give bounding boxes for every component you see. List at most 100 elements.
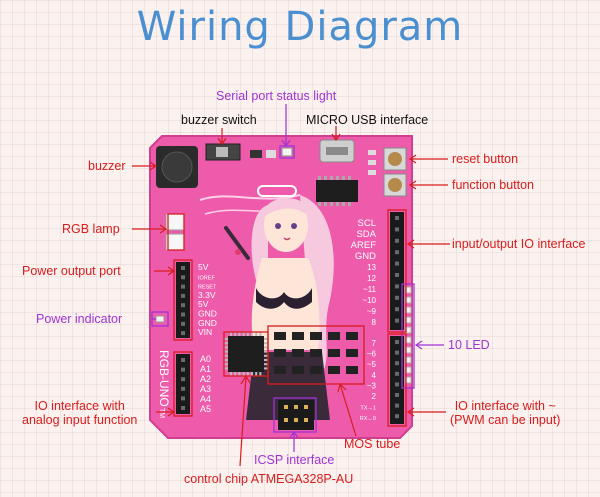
- pin-label: 7: [372, 339, 377, 348]
- header-pin: [395, 318, 399, 323]
- page-title: Wiring Diagram: [136, 4, 464, 50]
- leader-control-chip: [239, 375, 247, 467]
- header-pin: [395, 284, 399, 289]
- header-pin: [395, 273, 399, 277]
- header-pin: [395, 250, 399, 255]
- analog-header: [176, 354, 190, 414]
- pin-label: ~3: [367, 381, 377, 390]
- chip-pin: [264, 350, 268, 353]
- chip-pin: [224, 363, 228, 366]
- buzzer-component: [156, 146, 198, 188]
- chip-pin: [264, 338, 268, 340]
- header-pin: [181, 331, 185, 336]
- header-pin: [181, 293, 185, 298]
- chip-pin: [234, 372, 237, 376]
- digital-header-top: [390, 212, 404, 330]
- indicator-led: [404, 296, 412, 304]
- chip-pin: [224, 350, 228, 353]
- power-header-box: [173, 259, 193, 341]
- chip-pin: [264, 342, 268, 345]
- icsp-header: [278, 400, 314, 430]
- label-power-indicator: Power indicator: [36, 312, 123, 326]
- pin-label: ~11: [363, 285, 377, 294]
- label-reset-button: reset button: [452, 152, 519, 166]
- mos-transistor: [274, 366, 286, 374]
- header-pin: [395, 414, 399, 419]
- chip-pin: [246, 332, 249, 336]
- chip-pin: [264, 363, 268, 366]
- chip-pin: [259, 332, 262, 336]
- header-pin: [181, 367, 185, 372]
- header-pin: [395, 216, 399, 220]
- rgb-lamp-box: [167, 213, 185, 251]
- power-indicator-led: [155, 315, 165, 323]
- label-icsp-interface: ICSP interface: [254, 453, 335, 467]
- pin-label: 5V: [198, 299, 209, 309]
- mos-transistor: [292, 332, 304, 340]
- header-pin: [181, 406, 185, 410]
- label-io-analog-line2: analog input function: [22, 413, 138, 427]
- mos-tube-box: [267, 325, 365, 385]
- chip-pin: [255, 332, 258, 336]
- mos-transistor: [292, 349, 304, 357]
- chip-pin: [224, 367, 228, 370]
- pin-label: AREF: [351, 240, 377, 251]
- label-input-output-io: input/output IO interface: [452, 237, 586, 251]
- indicator-led: [404, 326, 412, 334]
- pin-label: A1: [200, 364, 211, 374]
- mos-transistor: [346, 366, 358, 374]
- atmega328p-chip: [224, 332, 268, 376]
- header-pin: [181, 303, 185, 308]
- chip-pin: [264, 346, 268, 349]
- indicator-led: [404, 356, 412, 364]
- pin-label: ~9: [367, 307, 377, 316]
- io-header-bottom-box: [387, 333, 407, 427]
- pin-label: SCL: [358, 218, 376, 229]
- pin-label: SDA: [356, 229, 376, 240]
- header-pin: [395, 295, 399, 300]
- rgb-lamp-component: [165, 213, 185, 251]
- header-pin: [181, 321, 185, 326]
- label-io-analog: IO interface with analog input function: [22, 399, 137, 427]
- pin-label: GND: [198, 318, 217, 328]
- label-rgb-lamp: RGB lamp: [62, 222, 120, 236]
- label-buzzer: buzzer: [88, 159, 126, 173]
- label-io-analog-line1: IO interface with: [34, 399, 125, 413]
- chip-pin: [230, 332, 232, 336]
- mos-transistor: [310, 349, 322, 357]
- pin-label: VIN: [198, 327, 212, 337]
- pin-label: 13: [367, 263, 376, 272]
- header-pin: [395, 307, 399, 312]
- header-pin: [181, 396, 185, 401]
- analog-header-box: [173, 351, 193, 417]
- label-io-pwm: IO interface with ~ (PWM can be input): [450, 399, 560, 427]
- pin-label: A5: [200, 404, 211, 414]
- indicator-led: [404, 316, 412, 324]
- function-button-component: [383, 173, 407, 197]
- indicator-led: [404, 366, 412, 374]
- board-side-name: RGB-UNO: [157, 350, 171, 407]
- indicator-led: [404, 336, 412, 344]
- chip-pin: [238, 372, 241, 376]
- chip-pin: [242, 372, 245, 376]
- serial-light-box: [279, 145, 295, 159]
- serial-status-led: [281, 147, 293, 157]
- header-pin: [395, 371, 399, 376]
- pin-label: TX→1: [360, 406, 376, 412]
- pin-label: IOREF: [198, 275, 215, 281]
- pin-label: GND: [355, 251, 376, 262]
- header-pin: [181, 284, 185, 289]
- header-pin: [395, 382, 399, 387]
- header-pin: [181, 358, 185, 362]
- micro-usb-connector: [319, 139, 355, 163]
- mos-transistor: [274, 349, 286, 357]
- indicator-led: [404, 306, 412, 314]
- label-serial-port-status-light: Serial port status light: [216, 89, 337, 103]
- chip-pin: [242, 332, 245, 336]
- header-pin: [395, 227, 399, 232]
- chip-pin: [264, 354, 268, 357]
- header-pin: [395, 393, 399, 397]
- header-pin: [395, 403, 399, 408]
- mos-transistor: [274, 332, 286, 340]
